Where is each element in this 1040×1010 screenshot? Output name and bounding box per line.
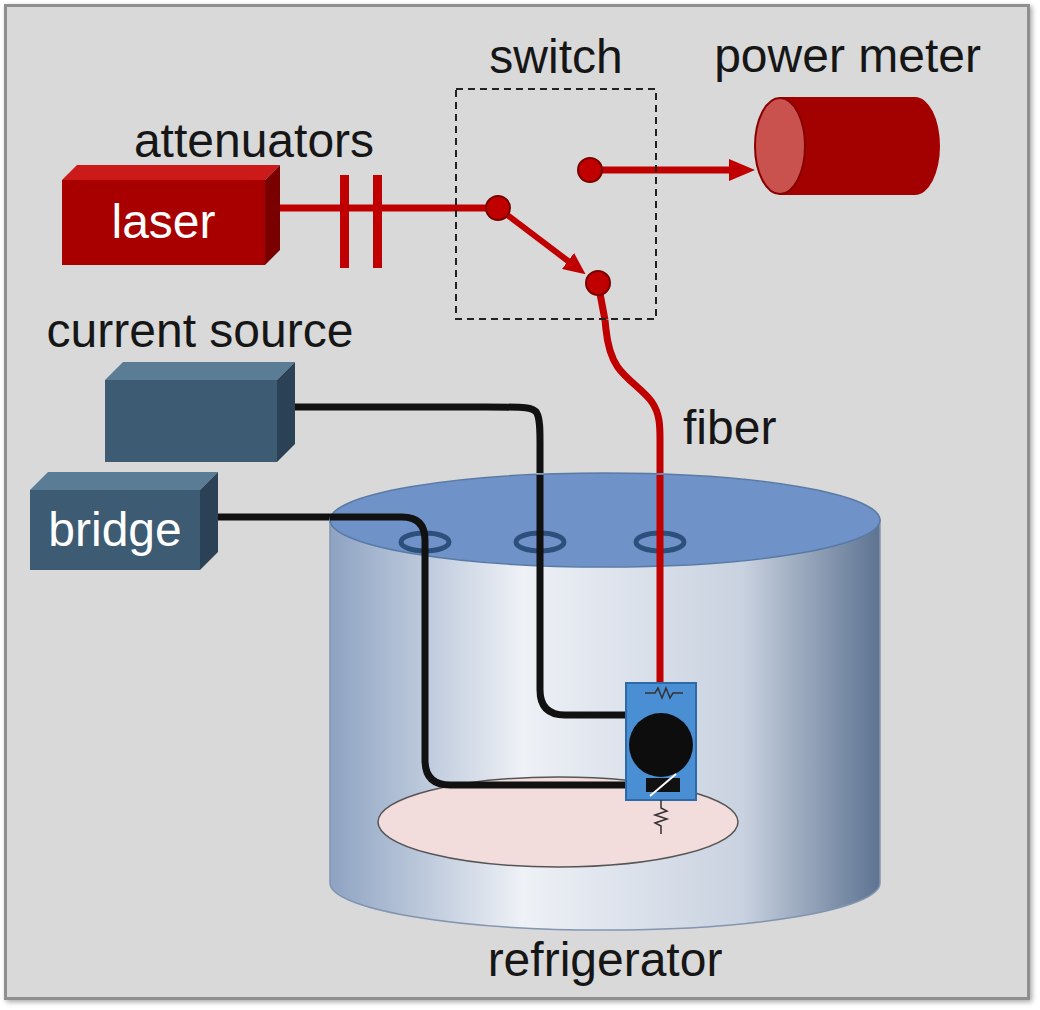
node-outline bbox=[105, 362, 295, 462]
box-top-face bbox=[30, 472, 218, 490]
node-outline bbox=[455, 88, 657, 320]
box-label: laser bbox=[111, 196, 215, 249]
edge-label: fiber bbox=[683, 402, 776, 455]
switch-outline bbox=[456, 89, 656, 319]
optical-fiber bbox=[598, 283, 605, 320]
optical-path bbox=[590, 167, 657, 174]
optical-path bbox=[657, 167, 743, 174]
refrigerator: refrigerator bbox=[330, 473, 880, 930]
switch-port bbox=[486, 196, 510, 220]
absorber-disk bbox=[629, 713, 693, 777]
electrical-wire bbox=[295, 407, 540, 473]
optical-fiber bbox=[657, 475, 664, 715]
box-heading: current source bbox=[47, 305, 354, 358]
thermometer-arrow bbox=[650, 774, 676, 796]
cryostat-body bbox=[330, 520, 880, 930]
box-heading: switch bbox=[489, 31, 622, 84]
feedthrough-port bbox=[516, 533, 564, 551]
box-side-face bbox=[265, 165, 280, 265]
box-label: bridge bbox=[48, 504, 181, 557]
resistor-symbol bbox=[655, 800, 667, 834]
feedthrough-port bbox=[636, 533, 684, 551]
attenuator-plate bbox=[373, 175, 382, 268]
power-meter: power meter bbox=[755, 97, 940, 195]
node-outline bbox=[755, 97, 940, 195]
box-front-face bbox=[30, 490, 200, 570]
meter-face bbox=[755, 98, 805, 194]
node-outline bbox=[330, 473, 880, 930]
laser-box: laser bbox=[62, 165, 280, 265]
box-heading: power meter bbox=[714, 30, 981, 83]
laser-beam bbox=[455, 205, 498, 212]
mixing-plate bbox=[378, 777, 738, 867]
cryostat-lid bbox=[330, 473, 880, 567]
electrical-wire bbox=[540, 475, 626, 715]
switch-lever bbox=[498, 208, 576, 267]
electrical-wire bbox=[218, 514, 330, 521]
laser-beam bbox=[280, 205, 455, 212]
box-top-face bbox=[62, 165, 280, 180]
box-heading: refrigerator bbox=[488, 934, 723, 987]
current-source-box: current source bbox=[105, 362, 295, 462]
attenuator-plate bbox=[340, 175, 349, 268]
box-front-face bbox=[62, 180, 265, 265]
switch-port bbox=[578, 158, 602, 182]
electrical-wire bbox=[330, 517, 626, 785]
box-side-face bbox=[200, 472, 218, 570]
heater-symbol bbox=[645, 688, 683, 698]
sample-holder bbox=[626, 683, 696, 800]
thermometer-symbol bbox=[646, 778, 680, 792]
box-front-face bbox=[105, 380, 277, 462]
feedthrough-port bbox=[401, 533, 449, 551]
switch-port bbox=[586, 271, 610, 295]
box-top-face bbox=[105, 362, 295, 380]
bridge-box: bridge bbox=[30, 472, 218, 570]
optical-fiber bbox=[605, 320, 660, 473]
box-side-face bbox=[277, 362, 295, 462]
part-label: attenuators bbox=[134, 115, 374, 168]
switch-box: switch bbox=[455, 88, 657, 320]
